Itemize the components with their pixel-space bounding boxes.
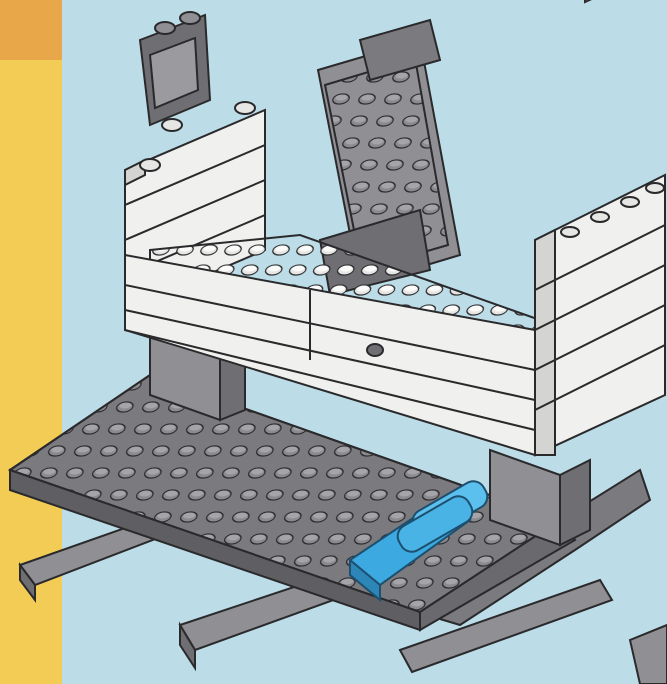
white-wall-right-tower — [535, 0, 665, 455]
hinge-flap — [140, 12, 210, 125]
